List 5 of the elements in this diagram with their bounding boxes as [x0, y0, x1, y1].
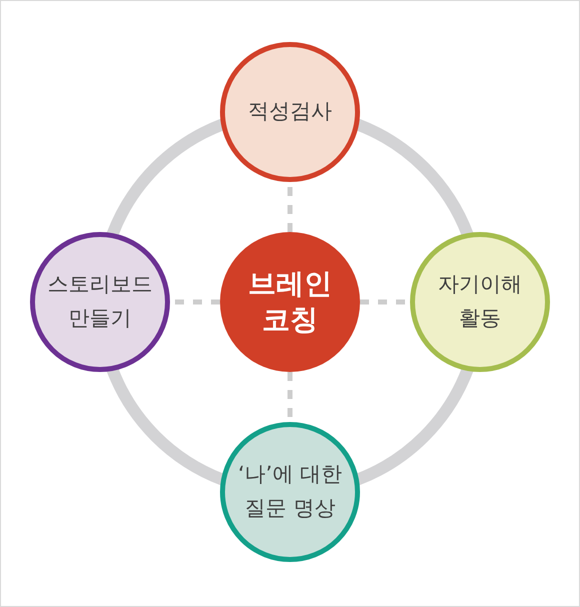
- node-label: 스토리보드 만들기: [46, 271, 154, 332]
- node-label: ‘나’에 대한 질문 명상: [236, 461, 344, 522]
- node-label: 적성검사: [248, 98, 332, 126]
- node-label: 브레인 코칭: [247, 266, 333, 338]
- node-label: 자기이해 활동: [437, 271, 523, 332]
